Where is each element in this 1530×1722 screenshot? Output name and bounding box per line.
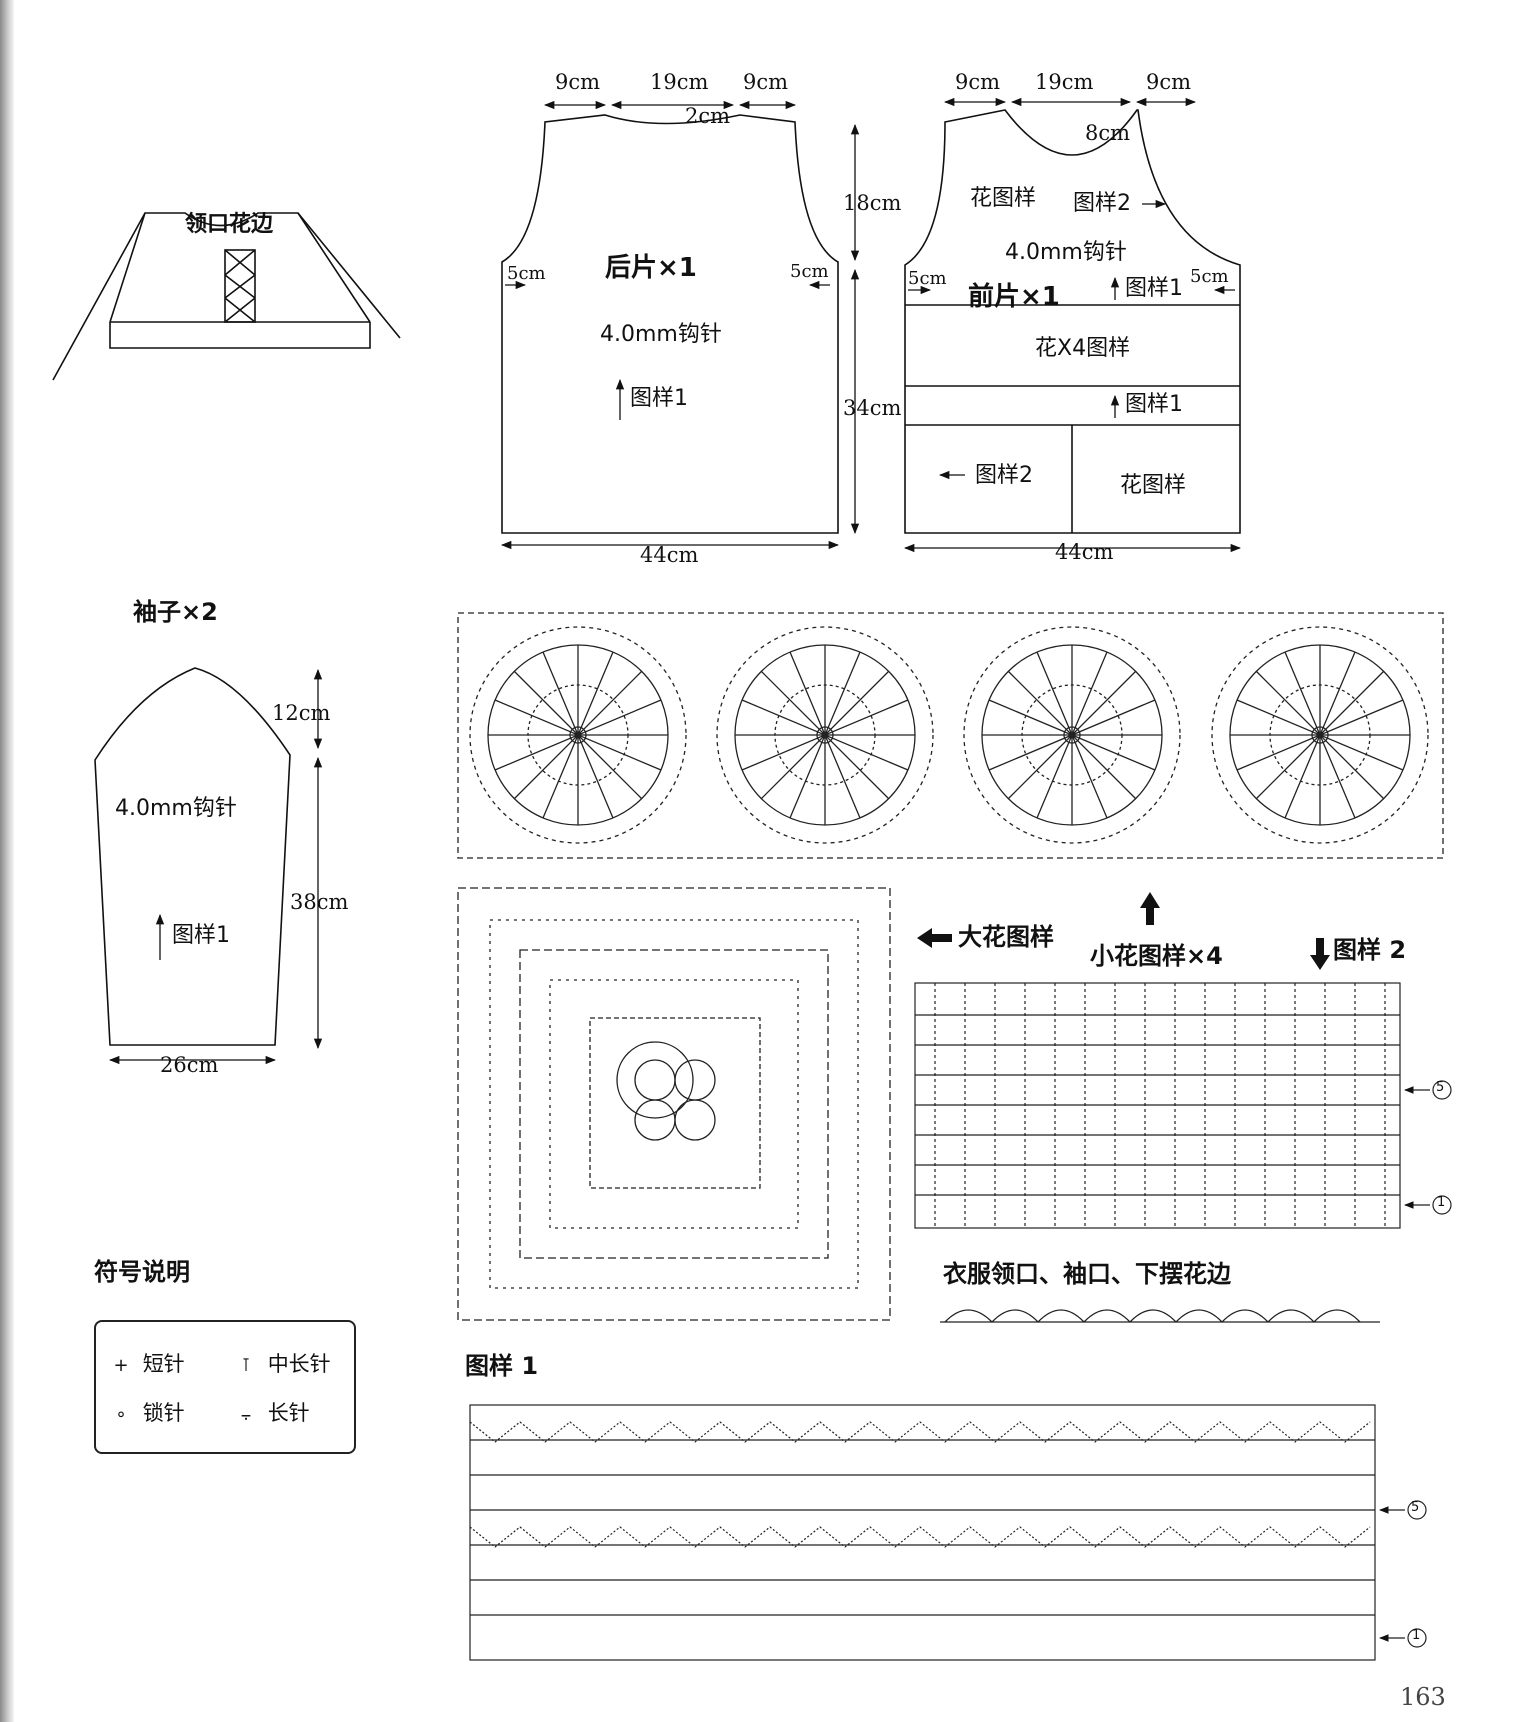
- front-needle-size: 4.0mm钩针: [1005, 240, 1127, 265]
- legend-item-label: 短针: [142, 1352, 185, 1376]
- pattern-1-chart: [469, 1404, 1427, 1661]
- front-pattern2-top: 图样2: [1073, 191, 1131, 216]
- chain-stitch-symbol: ∘: [115, 1404, 127, 1425]
- pattern1-chart-title: 图样 1: [465, 1352, 539, 1380]
- pattern2-row-marker-5: 5: [1436, 1080, 1445, 1095]
- front-flower-pattern: 花图样: [970, 186, 1037, 211]
- front-dim-armhole-left: 5cm: [908, 268, 947, 289]
- pattern-2-chart: [914, 982, 1452, 1229]
- front-pattern2-lower: 图样2: [975, 463, 1033, 488]
- back-dim-top-left: 9cm: [555, 70, 601, 94]
- back-dim-top-right: 9cm: [743, 70, 789, 94]
- front-dim-armhole-right: 5cm: [1190, 266, 1229, 287]
- sleeve-title: 袖子×2: [133, 598, 218, 626]
- collar-label: 领口花边: [185, 212, 274, 237]
- legend-item-label: 中长针: [267, 1352, 331, 1376]
- back-dim-top-mid: 19cm: [650, 70, 709, 94]
- edging-chart-title: 衣服领口、袖口、下摆花边: [943, 1260, 1231, 1288]
- sleeve-needle-size: 4.0mm钩针: [115, 796, 237, 821]
- pattern2-row-marker-1: 1: [1437, 1195, 1446, 1210]
- collar-sketch: [52, 212, 401, 381]
- pattern1-row-marker-1: 1: [1412, 1628, 1421, 1643]
- pattern1-row-marker-5: 5: [1411, 1500, 1420, 1515]
- legend-item: ⨪ 长针: [231, 1397, 310, 1427]
- front-piece-title: 前片×1: [968, 282, 1060, 312]
- small-flower-motif: [469, 626, 687, 844]
- front-piece-outline: [904, 109, 1241, 534]
- legend-title: 符号说明: [94, 1258, 190, 1286]
- small-flower-motif: [1211, 626, 1429, 844]
- front-flower-x4: 花X4图样: [1035, 336, 1131, 361]
- height-dim-lower: 34cm: [843, 396, 902, 420]
- sleeve-pattern-label: 图样1: [172, 923, 230, 948]
- pattern2-chart-title: 图样 2: [1333, 936, 1407, 964]
- height-dim-upper: 18cm: [843, 191, 902, 215]
- front-dim-neck: 8cm: [1085, 121, 1131, 145]
- front-pattern1-lower: 图样1: [1125, 392, 1183, 417]
- sleeve-dim-cap: 12cm: [272, 701, 331, 725]
- single-crochet-symbol: +: [113, 1355, 129, 1376]
- big-flower-chart-title: 大花图样: [958, 923, 1054, 951]
- back-dim-armhole-left: 5cm: [507, 263, 546, 284]
- back-pattern-label: 图样1: [630, 386, 688, 411]
- front-dim-top-right: 9cm: [1146, 70, 1192, 94]
- big-flower-square-chart: [457, 887, 891, 1321]
- small-flower-chart-title: 小花图样×4: [1090, 942, 1223, 970]
- legend-item-label: 锁针: [142, 1401, 185, 1425]
- small-flower-motif: [963, 626, 1181, 844]
- symbol-legend: + 短针 ⊺ 中长针 ∘ 锁针 ⨪ 长针: [94, 1320, 356, 1454]
- legend-item: ⊺ 中长针: [231, 1348, 331, 1378]
- legend-item-label: 长针: [267, 1401, 310, 1425]
- half-double-crochet-symbol: ⊺: [241, 1355, 251, 1376]
- dimension-lines: [108, 97, 1242, 1065]
- back-piece-title: 后片×1: [605, 253, 697, 283]
- front-dim-top-mid: 19cm: [1035, 70, 1094, 94]
- back-dim-width: 44cm: [640, 543, 699, 567]
- double-crochet-symbol: ⨪: [240, 1404, 252, 1425]
- sleeve-outline: [94, 667, 291, 1046]
- sleeve-dim-length: 38cm: [290, 890, 349, 914]
- small-flower-motif: [716, 626, 934, 844]
- back-dim-armhole-right: 5cm: [790, 261, 829, 282]
- front-pattern1-upper: 图样1: [1125, 276, 1183, 301]
- sleeve-dim-width: 26cm: [160, 1053, 219, 1077]
- back-piece-outline: [501, 114, 839, 534]
- front-dim-top-left: 9cm: [955, 70, 1001, 94]
- front-dim-width: 44cm: [1055, 540, 1114, 564]
- page-number: 163: [1400, 1683, 1446, 1711]
- front-flower-pattern-lower: 花图样: [1120, 473, 1187, 498]
- chart-title-arrows: [917, 892, 1330, 970]
- edging-chart: [940, 1309, 1380, 1323]
- legend-item: + 短针: [106, 1348, 185, 1378]
- small-flower-strip-chart: [457, 612, 1444, 859]
- book-spine-shadow: [0, 0, 14, 1722]
- back-dim-neck: 2cm: [685, 104, 731, 128]
- legend-item: ∘ 锁针: [106, 1397, 185, 1427]
- back-needle-size: 4.0mm钩针: [600, 322, 722, 347]
